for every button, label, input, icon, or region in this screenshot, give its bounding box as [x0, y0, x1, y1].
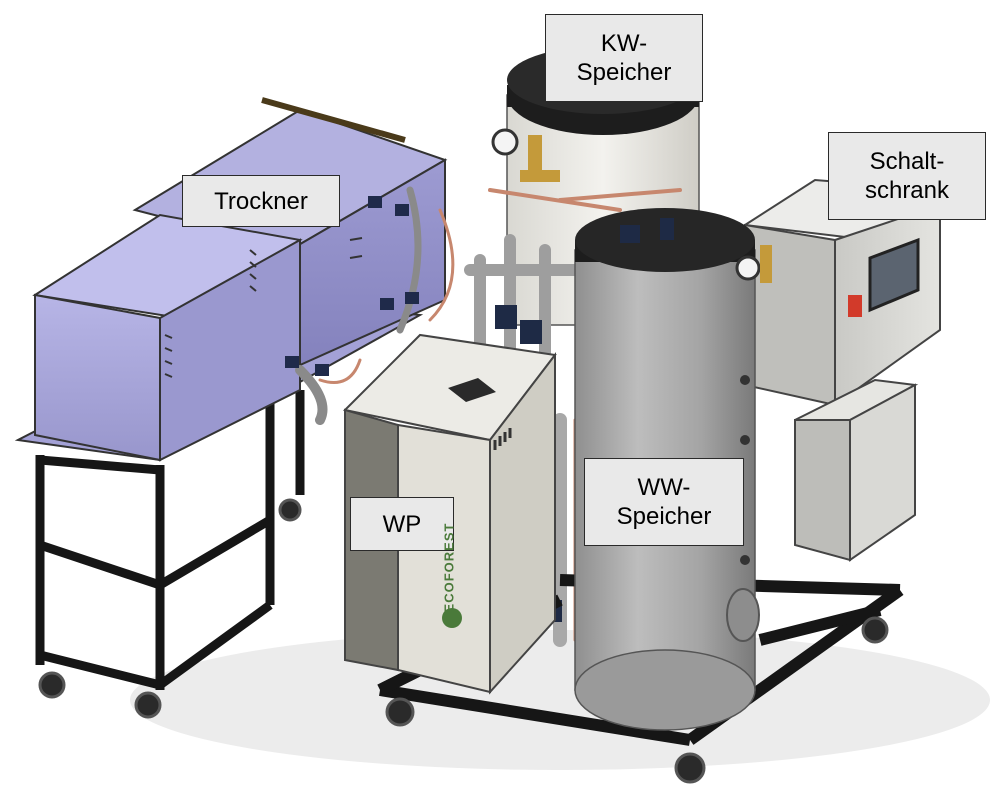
ww-tank-flange — [726, 588, 760, 642]
ww-top-piping — [620, 218, 674, 243]
ww-valve-group — [760, 245, 772, 283]
heat-pump-vents — [493, 428, 512, 450]
label-schaltschrank: Schalt- schrank — [828, 132, 986, 220]
brand-text: ECOFOREST — [441, 522, 457, 613]
ww-pressure-gauge — [735, 255, 761, 281]
ww-tank-bottom — [574, 649, 756, 731]
main-frame-wheels — [385, 616, 889, 784]
dryer-vents — [164, 237, 363, 378]
ww-tank-ports — [740, 375, 750, 565]
lower-cabinet-side — [794, 419, 851, 562]
dryer-stand — [35, 390, 305, 690]
cabinet-main-switch — [848, 295, 862, 317]
kw-valve-group — [520, 135, 560, 182]
label-ww-speicher: WW- Speicher — [584, 458, 744, 546]
heat-pump-brand: ECOFOREST — [434, 520, 464, 640]
dryer-front-face — [34, 293, 161, 462]
cabinet-side — [744, 223, 836, 407]
label-trockner: Trockner — [182, 175, 340, 227]
label-kw-speicher: KW- Speicher — [545, 14, 703, 102]
lower-cabinet-front — [849, 383, 916, 562]
floor-shadow — [130, 630, 990, 770]
dryer-piping — [295, 186, 455, 425]
brand-logo — [442, 608, 462, 628]
heat-pump-display — [448, 378, 496, 402]
cabinet-screen — [868, 237, 920, 313]
dryer-wheels — [38, 498, 302, 719]
dryer-valves — [285, 196, 419, 376]
label-wp: WP — [350, 497, 454, 551]
kw-pressure-gauge — [491, 128, 519, 156]
